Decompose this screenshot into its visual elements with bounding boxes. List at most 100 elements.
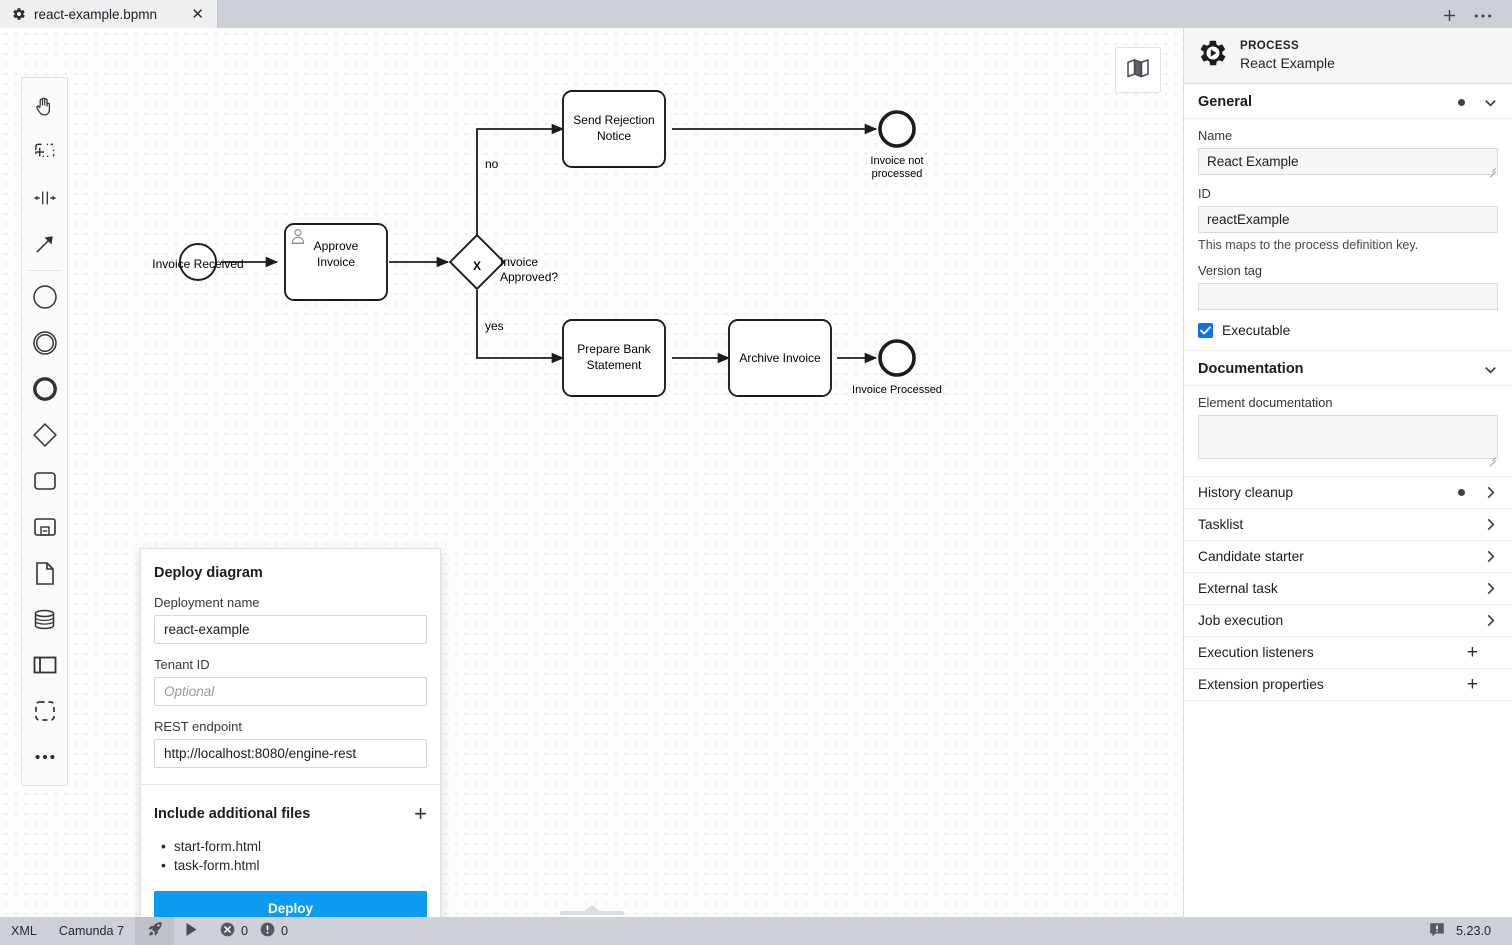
flow-gateway-yes [476,290,565,364]
id-input[interactable] [1198,206,1498,233]
user-task-icon [291,229,305,244]
chevron-right-icon[interactable] [1483,485,1498,500]
data-store-icon[interactable] [22,596,68,642]
section-title-external-task: External task [1198,581,1278,596]
bpmn-node-send-rejection-notice[interactable]: Send Rejection Notice [562,90,666,168]
id-field-group: ID This maps to the process definition k… [1198,186,1498,252]
chevron-down-icon[interactable] [1483,95,1498,110]
element-type-label: PROCESS [1240,39,1300,52]
section-title-general: General [1198,94,1252,110]
chevron-right-icon[interactable] [1483,581,1498,596]
close-icon[interactable]: ✕ [191,5,204,23]
palette-divider [28,270,61,271]
add-extension-property-icon[interactable]: + [1466,674,1478,695]
intermediate-event-icon[interactable] [22,320,68,366]
node-label-prepare-bank-2: Statement [587,358,642,372]
warning-circle-icon [260,922,275,940]
tab-bar: react-example.bpmn ✕ [0,0,1512,28]
properties-panel: PROCESS React Example General Name ID [1183,28,1512,917]
section-job-execution[interactable]: Job execution [1184,605,1512,637]
node-label-invoice-approved-2: Approved? [500,270,558,284]
section-extension-properties[interactable]: Extension properties + [1184,669,1512,701]
app-version: 5.23.0 [1455,924,1491,938]
more-tools-icon[interactable] [22,734,68,780]
status-errors[interactable]: 0 0 [209,917,299,945]
global-connect-tool-icon[interactable] [22,221,68,267]
include-files-title: Include additional files [154,806,311,822]
chevron-down-icon[interactable] [1483,362,1498,377]
group-icon[interactable] [22,688,68,734]
bpmn-palette [21,77,68,786]
bpmn-node-start-event[interactable]: Invoice Received [152,243,244,281]
section-header-documentation[interactable]: Documentation [1184,351,1512,386]
hand-tool-icon[interactable] [22,83,68,129]
more-options-icon[interactable] [1474,13,1492,19]
space-tool-icon[interactable] [22,175,68,221]
node-label-archive-invoice: Archive Invoice [739,351,821,365]
bpmn-canvas[interactable]: Invoice Received Approve Invoice X Invoi… [0,28,1183,917]
status-xml-button[interactable]: XML [0,917,48,945]
new-tab-icon[interactable] [1441,7,1458,24]
add-file-icon[interactable]: + [414,801,427,826]
id-label: ID [1198,186,1211,201]
section-title-job-execution: Job execution [1198,613,1284,628]
node-label-approve-invoice-1: Approve [314,239,359,253]
subprocess-collapsed-icon[interactable] [22,504,68,550]
bpmn-node-approve-invoice[interactable]: Approve Invoice [284,223,388,301]
rest-endpoint-label: REST endpoint [154,719,242,734]
deployment-name-group: Deployment name [154,595,427,644]
minimap-toggle-button[interactable] [1115,47,1161,93]
bpmn-diagram[interactable]: Invoice Received Approve Invoice X Invoi… [0,28,1183,917]
executable-checkbox-row[interactable]: Executable [1198,323,1498,338]
name-input[interactable] [1198,148,1498,175]
panel-resize-handle[interactable] [559,905,624,917]
bpmn-node-gateway[interactable]: X Invoice Approved? [448,233,558,291]
element-documentation-textarea[interactable] [1198,415,1498,459]
node-label-approve-invoice-2: Invoice [317,255,355,269]
data-object-icon[interactable] [22,550,68,596]
task-icon[interactable] [22,458,68,504]
error-count: 0 [241,924,249,938]
deployment-name-input[interactable] [154,615,427,644]
section-title-history-cleanup: History cleanup [1198,485,1294,500]
add-execution-listener-icon[interactable]: + [1466,642,1478,663]
chevron-right-icon[interactable] [1483,549,1498,564]
section-execution-listeners[interactable]: Execution listeners + [1184,637,1512,669]
section-candidate-starter[interactable]: Candidate starter [1184,541,1512,573]
deploy-button[interactable]: Deploy [154,891,427,917]
bpmn-node-end-not-processed[interactable]: Invoice not processed [870,110,924,180]
end-event-icon[interactable] [22,366,68,412]
status-run-button[interactable] [174,917,209,945]
status-log-button[interactable] [1418,917,1456,945]
status-engine-button[interactable]: Camunda 7 [48,917,135,945]
status-bar: XML Camunda 7 0 [0,917,1512,945]
status-deploy-button[interactable] [135,917,175,945]
tenant-id-group: Tenant ID [154,657,427,706]
section-history-cleanup[interactable]: History cleanup [1184,477,1512,509]
gear-icon [12,7,26,21]
bpmn-node-prepare-bank-statement[interactable]: Prepare Bank Statement [562,319,666,397]
tenant-id-input[interactable] [154,677,427,706]
executable-checkbox[interactable] [1198,323,1213,338]
play-icon [185,922,198,940]
node-label-invoice-received: Invoice Received [152,257,243,271]
deploy-diagram-dialog[interactable]: Deploy diagram Deployment name Tenant ID… [140,548,441,917]
section-title-tasklist: Tasklist [1198,517,1244,532]
rest-endpoint-input[interactable] [154,739,427,768]
bpmn-node-archive-invoice[interactable]: Archive Invoice [728,319,832,397]
process-gear-icon [1198,38,1228,73]
tab-title: react-example.bpmn [34,6,158,22]
chevron-right-icon[interactable] [1483,613,1498,628]
lasso-tool-icon[interactable] [22,129,68,175]
section-external-task[interactable]: External task [1184,573,1512,605]
section-tasklist[interactable]: Tasklist [1184,509,1512,541]
section-header-general[interactable]: General [1184,84,1512,119]
node-label-send-rejection-2: Notice [597,129,631,143]
tab-react-example-bpmn[interactable]: react-example.bpmn ✕ [0,0,218,28]
participant-icon[interactable] [22,642,68,688]
version-tag-input[interactable] [1198,283,1498,310]
chevron-right-icon[interactable] [1483,517,1498,532]
start-event-icon[interactable] [22,274,68,320]
gateway-icon[interactable] [22,412,68,458]
bpmn-node-end-processed[interactable]: Invoice Processed [852,339,942,396]
